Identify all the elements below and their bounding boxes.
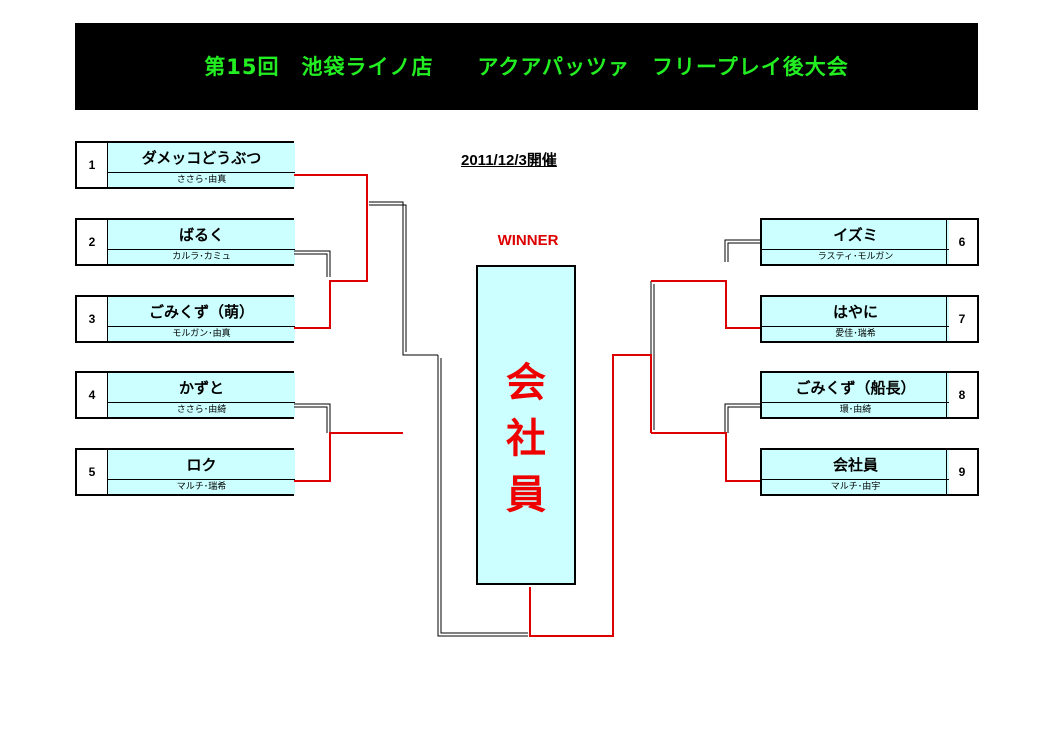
team-9: 会社員 マルチ･由宇 9 (760, 448, 979, 496)
bracket-line-lose (727, 242, 760, 262)
bracket-line-win (294, 204, 368, 329)
team-name: ごみくず（萌） (148, 303, 254, 321)
team-number: 4 (77, 373, 108, 417)
team-3: 3 ごみくず（萌） モルガン･由真 (75, 295, 295, 343)
team-name: かずと (178, 379, 224, 397)
bracket-line-lose (369, 204, 407, 352)
team-players: ラスティ･モルガン (762, 249, 949, 264)
bracket-line-lose (294, 250, 331, 277)
team-name: イズミ (833, 226, 878, 244)
team-players: ささら･由真 (108, 172, 295, 187)
winner-char: 員 (506, 472, 546, 518)
team-players: マルチ･瑞希 (108, 479, 295, 494)
bracket-line-win (294, 432, 403, 482)
team-1: 1 ダメッコどうぶつ ささら･由真 (75, 141, 295, 189)
winner-box: 会 社 員 (476, 265, 576, 585)
team-players: カルラ･カミュ (108, 249, 295, 264)
team-7: はやに 愛佳･瑞希 7 (760, 295, 979, 343)
bracket-line-lose (437, 355, 528, 637)
bracket-line-lose (724, 403, 760, 433)
team-name: ダメッコどうぶつ (141, 149, 262, 167)
bracket-line-win (294, 174, 368, 204)
team-players: ささら･由綺 (108, 402, 295, 417)
team-name: ロク (186, 456, 217, 474)
bracket-line-win (651, 432, 760, 482)
bracket-line-lose (294, 253, 328, 277)
team-number: 9 (946, 450, 977, 494)
bracket-line-lose (294, 403, 331, 433)
bracket-line-lose (727, 406, 760, 433)
bracket-line-win (651, 280, 760, 329)
tournament-title: 第15回 池袋ライノ店 アクアパッツァ フリープレイ後大会 (204, 55, 849, 79)
team-number: 7 (946, 297, 977, 341)
team-name: はやに (832, 303, 878, 321)
bracket-line-lose (440, 358, 528, 634)
team-number: 1 (77, 143, 108, 187)
team-2: 2 ばるく カルラ･カミュ (75, 218, 295, 266)
bracket-line-win (529, 354, 652, 637)
winner-char: 社 (506, 416, 546, 462)
bracket-line-lose (724, 239, 760, 262)
bracket-line-lose (294, 406, 328, 433)
team-4: 4 かずと ささら･由綺 (75, 371, 295, 419)
winner-label: WINNER (497, 232, 559, 249)
team-players: モルガン･由真 (108, 326, 295, 341)
team-8: ごみくず（船長） 環･由綺 8 (760, 371, 979, 419)
team-number: 5 (77, 450, 108, 494)
team-players: 環･由綺 (762, 402, 949, 417)
team-name: ごみくず（船長） (795, 379, 916, 397)
winner-name: 会 社 員 (478, 355, 574, 523)
title-banner: 第15回 池袋ライノ店 アクアパッツァ フリープレイ後大会 (75, 23, 978, 110)
team-number: 8 (946, 373, 977, 417)
team-number: 3 (77, 297, 108, 341)
team-number: 2 (77, 220, 108, 264)
team-players: マルチ･由宇 (762, 479, 949, 494)
team-players: 愛佳･瑞希 (762, 326, 949, 341)
team-name: 会社員 (832, 456, 878, 474)
winner-char: 会 (506, 360, 546, 406)
team-6: イズミ ラスティ･モルガン 6 (760, 218, 979, 266)
team-name: ばるく (178, 226, 224, 244)
team-number: 6 (946, 220, 977, 264)
bracket-line-lose (369, 201, 438, 356)
team-5: 5 ロク マルチ･瑞希 (75, 448, 295, 496)
event-date: 2011/12/3開催 (461, 152, 557, 169)
